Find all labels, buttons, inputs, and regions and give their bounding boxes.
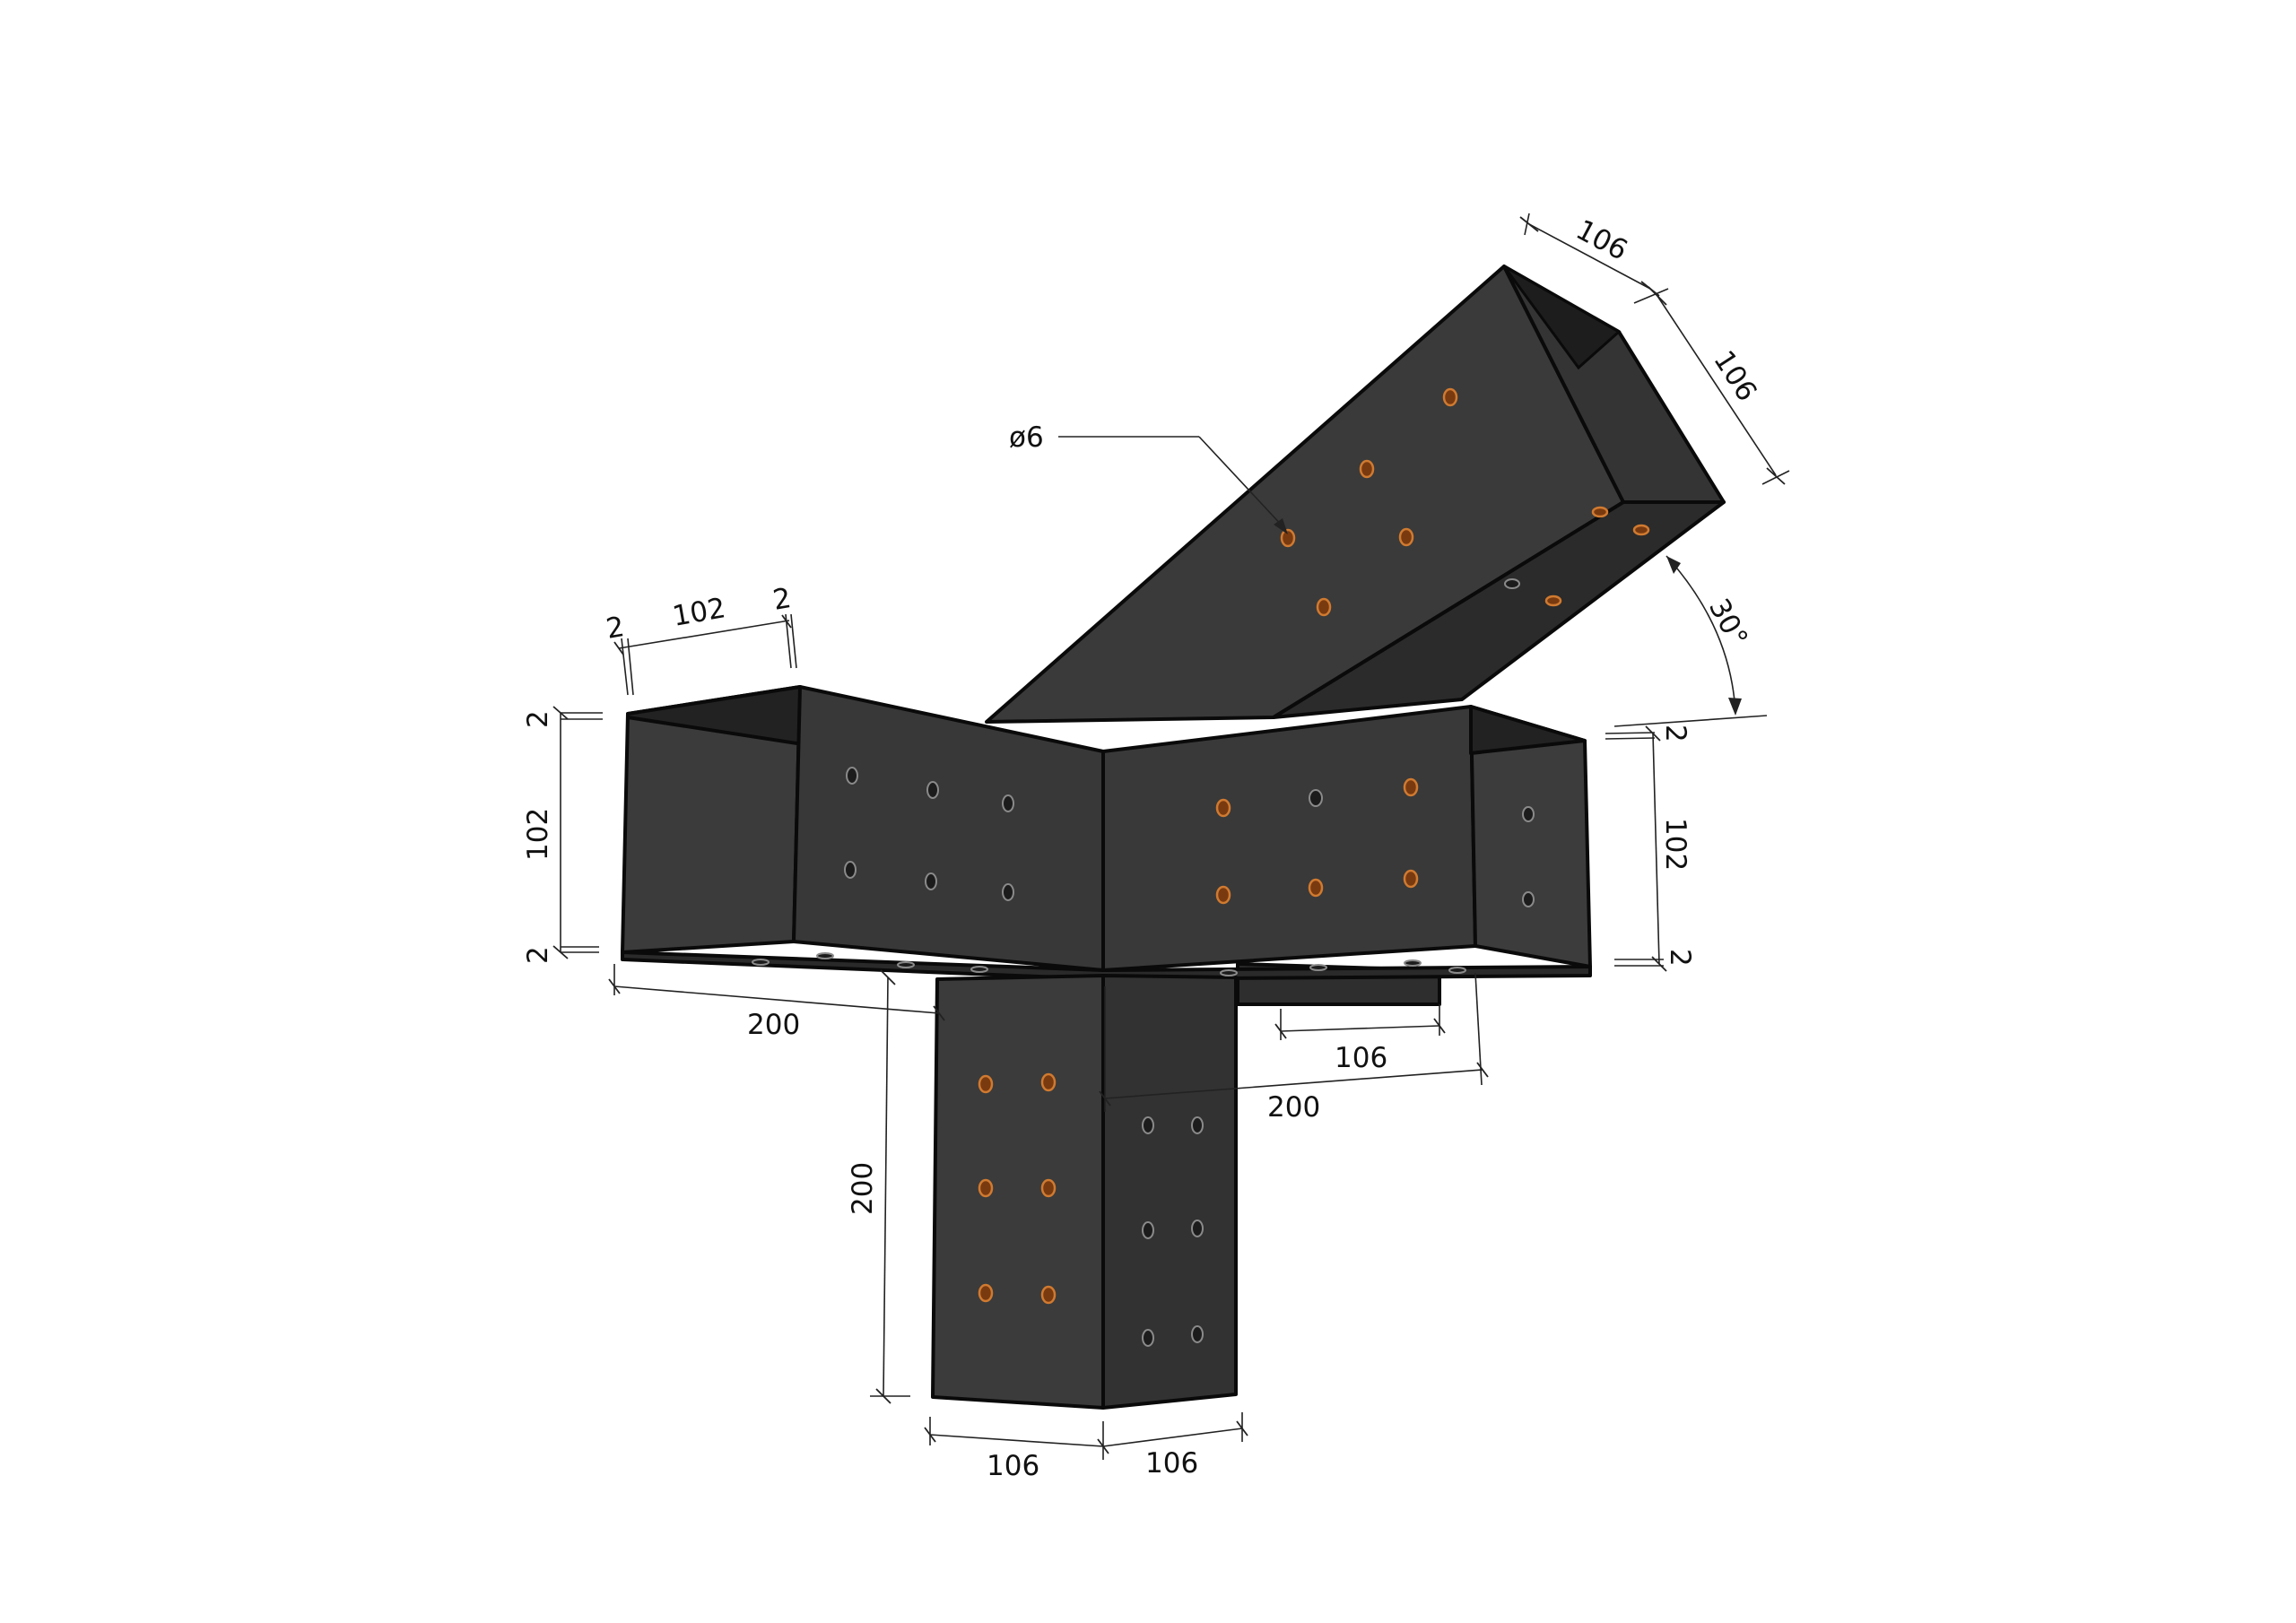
hole <box>1448 967 1466 974</box>
hole <box>1398 527 1414 547</box>
hole <box>1191 1116 1204 1134</box>
holes-post <box>978 1072 1204 1347</box>
hole <box>1191 1325 1204 1343</box>
hole <box>1215 885 1231 905</box>
hole <box>1316 597 1332 617</box>
hole <box>752 959 770 966</box>
right-arm-front-face <box>1101 705 1477 972</box>
hole <box>978 1178 994 1198</box>
hole <box>1002 883 1014 901</box>
label-left-height-wall-bottom: 2 <box>522 946 554 964</box>
hole <box>1040 1285 1057 1305</box>
hole <box>970 966 988 973</box>
hole <box>1280 528 1296 548</box>
hole <box>844 861 857 879</box>
hole <box>1359 459 1375 479</box>
hole <box>1040 1072 1057 1092</box>
hole <box>1404 959 1422 967</box>
hole <box>926 781 939 799</box>
holes-left-arm <box>844 767 1014 901</box>
hole <box>1632 524 1650 536</box>
hole <box>1442 387 1458 407</box>
label-post-height: 200 <box>847 1162 879 1215</box>
hole <box>1142 1116 1154 1134</box>
hole <box>1403 777 1419 797</box>
post-left-face <box>931 974 1105 1410</box>
hole <box>1522 806 1535 822</box>
hole <box>1142 1329 1154 1347</box>
hole <box>1309 964 1327 971</box>
diagonal-arm-inner-shadow <box>1502 265 1622 370</box>
label-post-width-a: 106 <box>987 1450 1039 1482</box>
right-arm <box>1101 705 1592 972</box>
hole <box>1544 595 1562 607</box>
dimension-lines <box>552 213 1790 1460</box>
label-right-height-inner: 102 <box>1659 818 1692 871</box>
hole <box>1142 1221 1154 1239</box>
hole <box>816 952 834 959</box>
hole <box>846 767 858 785</box>
hole <box>1220 969 1238 976</box>
label-left-height-wall-top: 2 <box>522 710 554 728</box>
arms-bottom-rim <box>621 950 1592 981</box>
hole <box>1403 869 1419 889</box>
hole <box>1522 891 1535 907</box>
label-top-arm-width: 106 <box>1570 213 1632 267</box>
diagonal-arm <box>985 265 1726 724</box>
hole <box>1040 1178 1057 1198</box>
label-right-arm-length: 200 <box>1267 1091 1320 1124</box>
hole <box>1309 789 1323 807</box>
right-arm-top-opening <box>1469 705 1587 755</box>
label-left-height-inner: 102 <box>522 808 554 861</box>
left-arm <box>621 685 1105 972</box>
hole <box>897 961 915 968</box>
hole <box>1191 1219 1204 1237</box>
hole <box>1308 878 1324 898</box>
hole <box>925 872 937 890</box>
label-diameter: ø6 <box>1009 421 1044 454</box>
label-left-top-wall-b: 2 <box>770 582 794 617</box>
label-left-top-wall-a: 2 <box>604 611 627 646</box>
label-right-inner-width: 106 <box>1335 1042 1387 1074</box>
label-post-width-b: 106 <box>1145 1447 1198 1480</box>
label-left-top-inner: 102 <box>670 592 728 633</box>
hole <box>978 1283 994 1303</box>
hole <box>1002 794 1014 812</box>
hole <box>1215 798 1231 818</box>
holes-right-arm <box>1215 777 1535 907</box>
hole <box>1504 578 1520 589</box>
label-right-height-wall-top: 2 <box>1659 725 1692 742</box>
hole <box>978 1074 994 1094</box>
hole <box>1591 506 1609 518</box>
post-right-face <box>1101 974 1238 1410</box>
holes-bottom-rim <box>752 952 1466 976</box>
holes-diagonal-arm <box>1280 387 1650 617</box>
label-right-height-wall-bottom: 2 <box>1664 949 1696 967</box>
vertical-post <box>931 974 1238 1410</box>
label-left-arm-length: 200 <box>747 1009 800 1041</box>
left-arm-front-face <box>792 685 1105 972</box>
label-angle: 30° <box>1702 594 1754 652</box>
diagonal-arm-front-face <box>985 265 1625 724</box>
label-top-arm-depth: 106 <box>1707 345 1762 407</box>
